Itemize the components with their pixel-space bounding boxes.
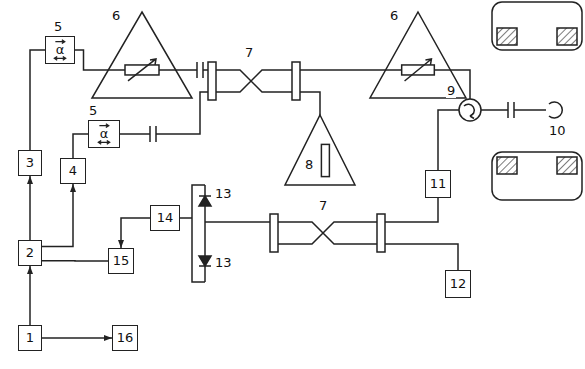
waveguide-line: [192, 69, 208, 71]
symbol-text: α: [56, 43, 65, 57]
callout-number: 15: [113, 254, 130, 268]
coupler-flange: [377, 214, 385, 252]
load-triangle-outline: [285, 115, 355, 185]
callout-number: 16: [117, 331, 134, 345]
symbol-text: α: [100, 127, 109, 141]
directional-coupler: [216, 70, 292, 92]
block-box: 15: [108, 248, 134, 274]
signal-line: [30, 50, 45, 150]
waveguide-line: [385, 198, 438, 222]
callout-number: 7: [318, 199, 328, 213]
waveguide-line: [385, 244, 458, 270]
waveguide-line: [300, 69, 370, 71]
block-box: 12: [445, 270, 471, 298]
callout-number: 2: [26, 246, 34, 260]
magnet-coil: [557, 157, 577, 174]
block-box: 3: [18, 150, 42, 176]
magnet-pole: [492, 152, 582, 200]
callout-number: 5: [89, 104, 97, 118]
magnet-pole: [492, 2, 582, 50]
coupler-flange: [292, 62, 300, 100]
callout-number: 1: [26, 331, 34, 345]
magnet-coil: [497, 28, 517, 45]
signal-line: [29, 266, 31, 325]
signal-line: [73, 134, 88, 158]
coupler-flange: [270, 214, 278, 252]
callout-number: 8: [305, 158, 313, 172]
callout-number: 13: [214, 187, 233, 201]
capacitor-symbol: [508, 102, 514, 118]
callout-number: 3: [26, 156, 34, 170]
directional-coupler: [278, 222, 377, 244]
attenuator-triangle-outline: [92, 12, 192, 98]
callout-number: 9: [446, 84, 456, 98]
wire: [180, 185, 205, 282]
magnet-coil: [557, 28, 577, 45]
waveguide-line: [466, 70, 470, 99]
triangle-outline: [92, 12, 192, 98]
diode-symbol: [199, 256, 211, 266]
attenuator-box: 5α: [88, 120, 120, 148]
block-box: 2: [18, 240, 42, 266]
callout-number: 11: [430, 177, 447, 191]
waveguide-line: [300, 92, 320, 115]
variable-arrow: [405, 59, 432, 81]
signal-line: [42, 260, 108, 262]
signal-line: [121, 218, 150, 248]
attenuator-box: 5α: [45, 36, 75, 64]
callout-number: 6: [112, 9, 120, 23]
attenuator-triangle: 6: [92, 12, 192, 98]
callout-number: 12: [450, 277, 467, 291]
signal-line: [42, 184, 73, 247]
block-box: 11: [425, 170, 451, 198]
block-box: 16: [112, 325, 138, 351]
circulator-symbol: [459, 99, 481, 121]
triangle-outline: [370, 12, 466, 98]
magnet-coil: [497, 157, 517, 174]
callout-number: 6: [390, 9, 398, 23]
signal-line: [42, 337, 112, 339]
capacitor-symbol: [150, 126, 156, 142]
callout-number: 5: [54, 20, 62, 34]
callout-number: 14: [157, 211, 174, 225]
block-box: 14: [150, 205, 180, 231]
triangle-outline: [285, 115, 355, 185]
diode-symbol: [199, 196, 211, 206]
wire: [205, 221, 270, 223]
callout-number: 13: [214, 256, 233, 270]
waveguide-line: [438, 110, 459, 170]
signal-line: [75, 50, 92, 70]
circulator-arrowhead: [470, 113, 474, 119]
variable-arrow: [128, 59, 156, 81]
load-resistor: [321, 144, 329, 176]
load-triangle: 8: [285, 115, 355, 185]
coupler-flange: [208, 62, 216, 100]
resonator-loop: [549, 102, 562, 118]
block-box: 1: [18, 325, 42, 351]
signal-line: [29, 176, 31, 240]
double-arrow: [54, 57, 65, 61]
callout-number: 10: [548, 124, 567, 138]
block-box: 4: [60, 158, 86, 184]
callout-number: 7: [244, 46, 254, 60]
callout-number: 4: [69, 164, 77, 178]
double-arrow: [98, 141, 109, 145]
capacitor-symbol: [197, 62, 203, 78]
